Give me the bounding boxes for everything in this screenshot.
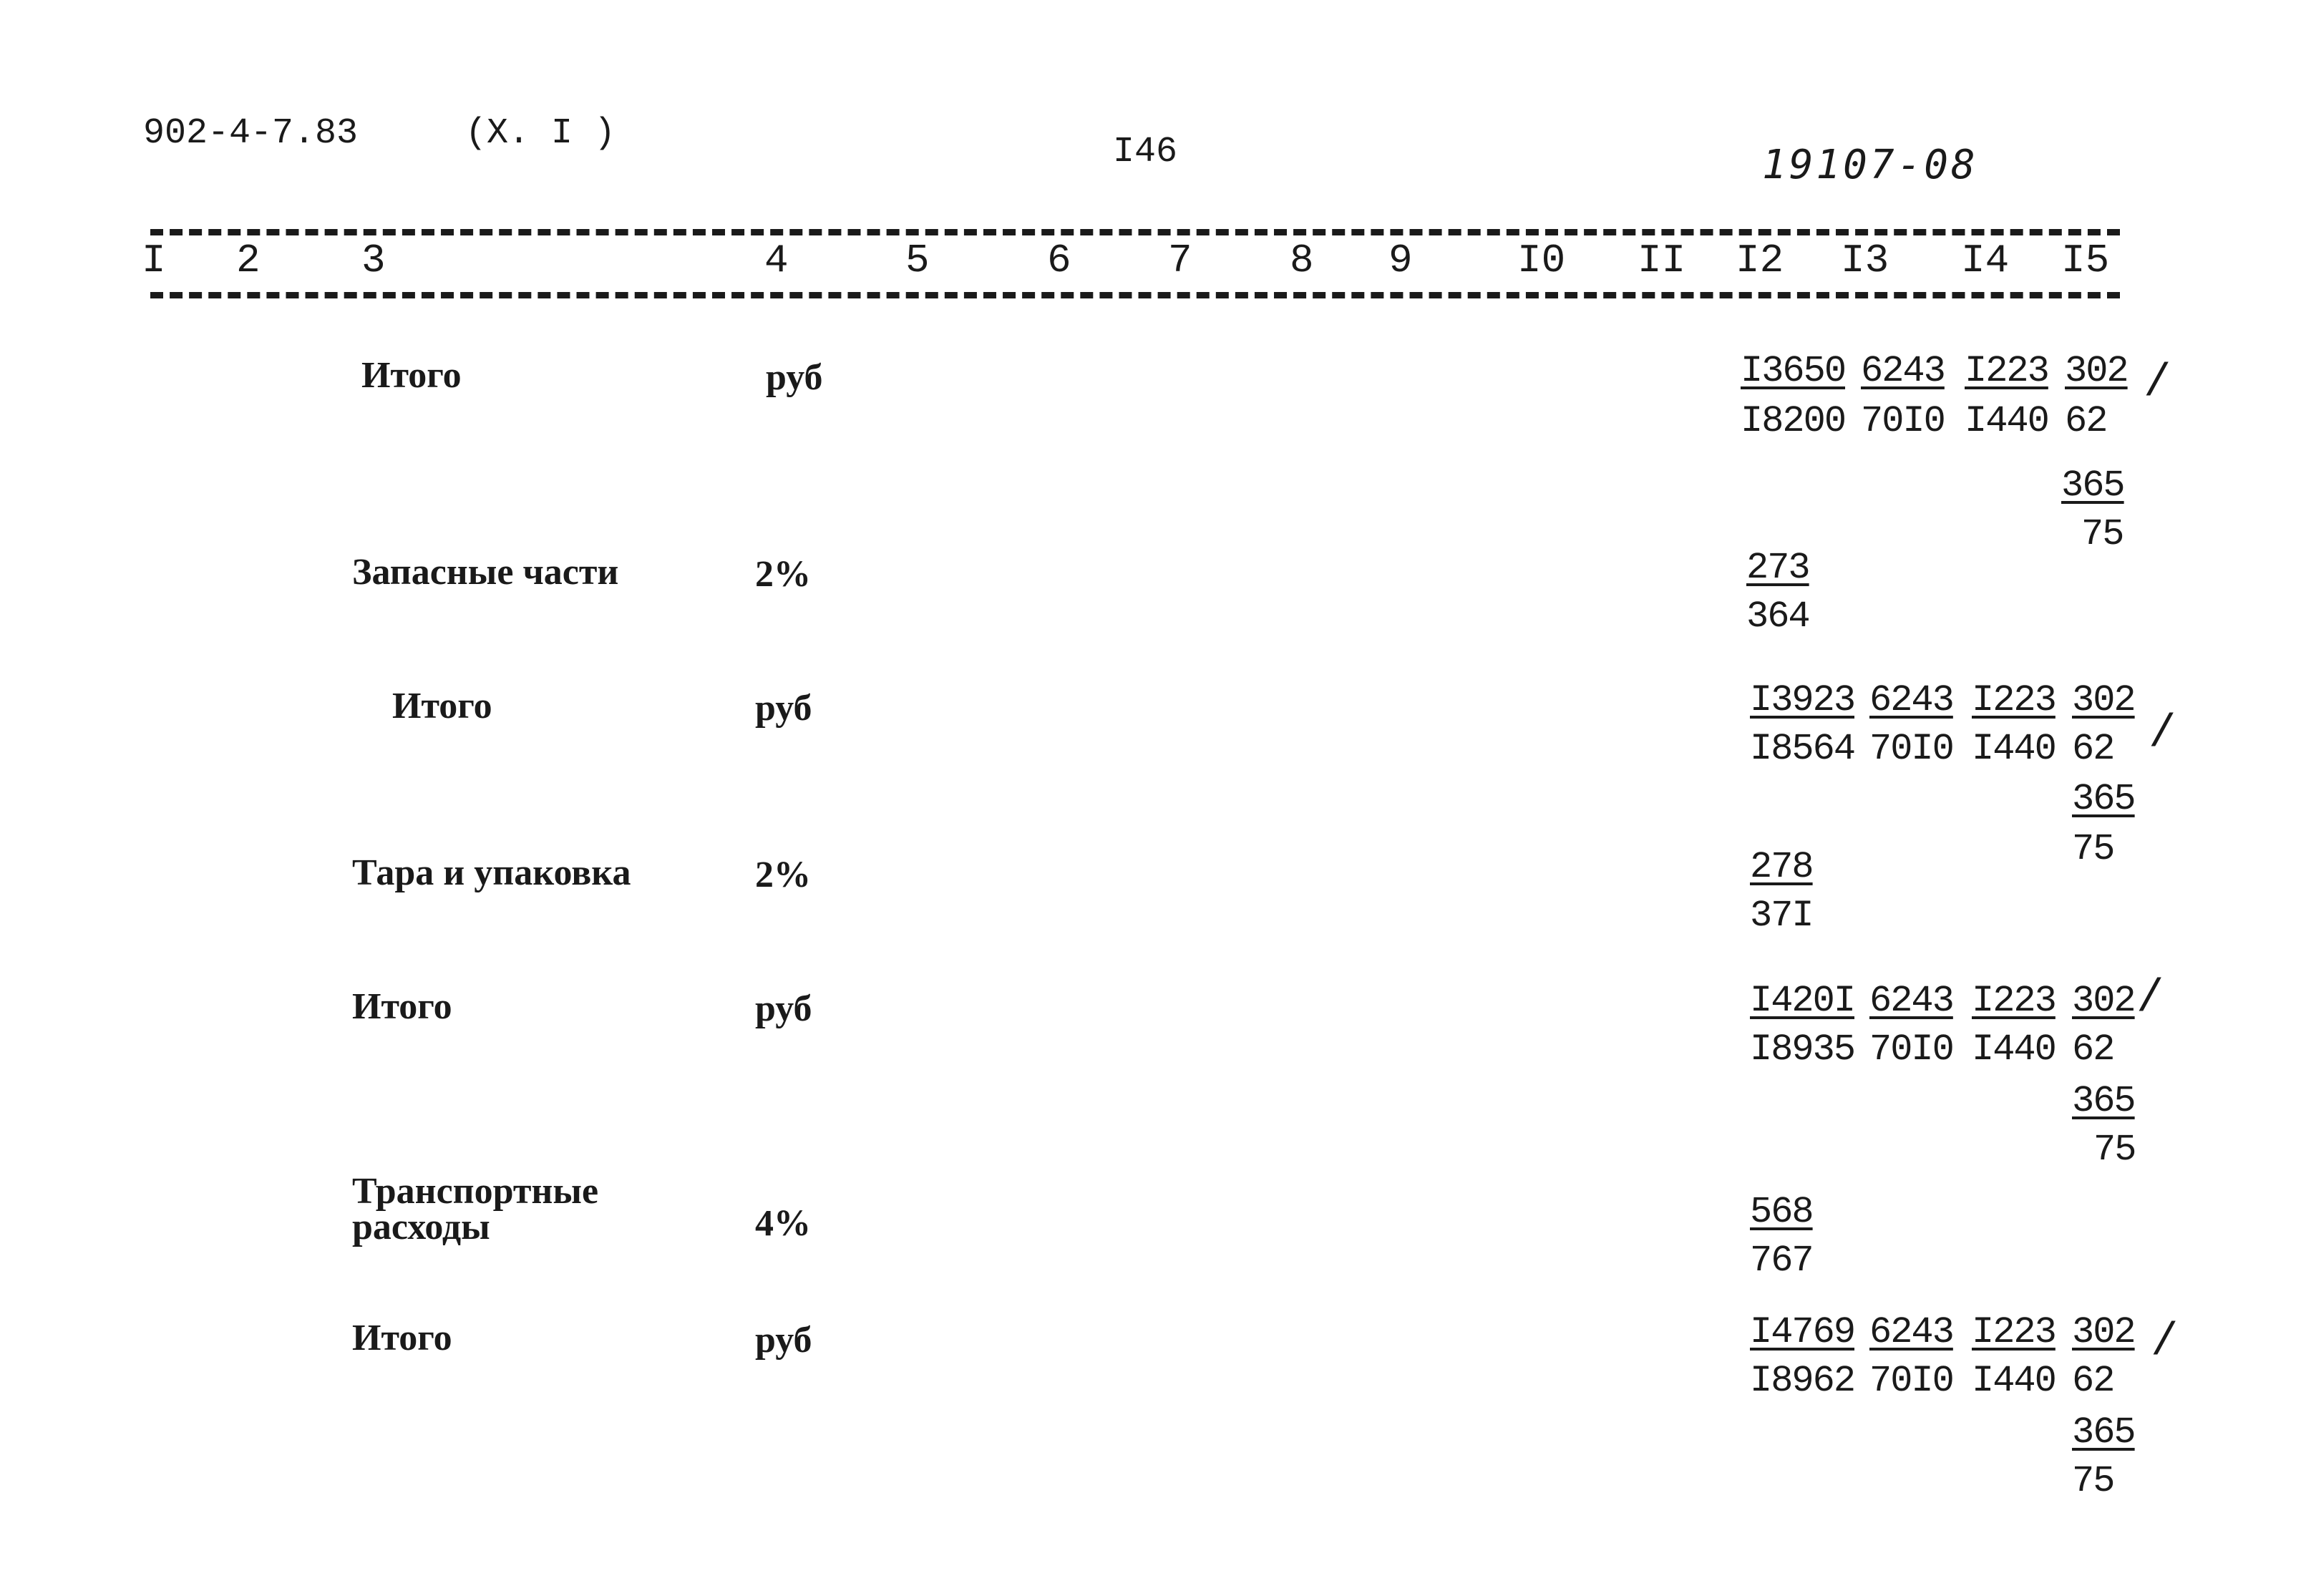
continuation-mark: / <box>2151 1317 2179 1368</box>
header-rule-bottom <box>150 292 2120 298</box>
row-unit: 2% <box>755 554 811 595</box>
value-top: 6243 <box>1861 350 1946 392</box>
value-bottom: 62 <box>2072 1360 2115 1402</box>
row-unit: 4% <box>755 1203 811 1244</box>
value-bottom: 70I0 <box>1869 1360 1955 1402</box>
continuation-mark: / <box>2136 973 2164 1025</box>
value-top: 6243 <box>1869 980 1955 1022</box>
value-bottom: 70I0 <box>1869 1028 1955 1071</box>
value-top: 6243 <box>1869 1311 1955 1353</box>
column-header-7: 7 <box>1168 238 1192 283</box>
value-extra-bottom: 75 <box>2093 1129 2136 1171</box>
column-header-13: I3 <box>1841 238 1889 283</box>
column-header-5: 5 <box>905 238 930 283</box>
document-code: 902-4-7.83 <box>143 113 359 154</box>
value-bottom: 70I0 <box>1869 728 1955 770</box>
row-unit: 2% <box>755 855 811 895</box>
row-label: Итого <box>352 986 452 1027</box>
page-number: I46 <box>1113 132 1178 172</box>
value-top: I420I <box>1750 980 1856 1022</box>
row-label: Итого <box>352 1318 452 1358</box>
row-label-line2: расходы <box>352 1207 490 1247</box>
value-top: I223 <box>1972 679 2057 721</box>
column-header-2: 2 <box>236 238 261 283</box>
row-label: Итого <box>361 355 462 396</box>
value-bottom: I440 <box>1972 1360 2057 1402</box>
value-top: 302 <box>2065 350 2129 392</box>
value-bottom: 62 <box>2072 1028 2115 1071</box>
value-top: I223 <box>1972 980 2057 1022</box>
column-header-10: I0 <box>1517 238 1566 283</box>
value-extra-bottom: 75 <box>2081 513 2124 555</box>
row-label-line1: Транспортные <box>352 1171 599 1212</box>
row-label: Запасные части <box>352 552 619 593</box>
row-unit: руб <box>766 357 823 398</box>
value-bottom: I440 <box>1965 400 2050 442</box>
value-top: 302 <box>2072 980 2136 1022</box>
section-marker: (X. I ) <box>465 113 616 154</box>
inventory-number: 19107-08 <box>1762 142 1978 188</box>
value-bottom: I8935 <box>1750 1028 1856 1071</box>
value-top: I3650 <box>1741 350 1847 392</box>
value-bottom: 37I <box>1750 895 1814 937</box>
column-header-9: 9 <box>1388 238 1413 283</box>
value-top: 568 <box>1750 1191 1814 1233</box>
row-unit: руб <box>755 988 812 1029</box>
value-bottom: I8200 <box>1741 400 1847 442</box>
value-bottom: 62 <box>2072 728 2115 770</box>
column-header-14: I4 <box>1961 238 2010 283</box>
value-bottom: 767 <box>1750 1240 1814 1282</box>
value-top: I223 <box>1965 350 2050 392</box>
column-header-11: II <box>1638 238 1686 283</box>
value-top: I223 <box>1972 1311 2057 1353</box>
value-top: 302 <box>2072 1311 2136 1353</box>
continuation-mark: / <box>2144 358 2171 409</box>
value-top: I4769 <box>1750 1311 1856 1353</box>
continuation-mark: / <box>2149 709 2176 760</box>
value-extra-bottom: 75 <box>2072 828 2115 870</box>
column-header-12: I2 <box>1736 238 1784 283</box>
value-bottom: I8962 <box>1750 1360 1856 1402</box>
header-rule-top <box>150 229 2120 235</box>
row-label: Тара и упаковка <box>352 852 631 893</box>
value-bottom: 62 <box>2065 400 2108 442</box>
row-unit: руб <box>755 688 812 729</box>
value-top: 278 <box>1750 846 1814 888</box>
column-header-4: 4 <box>764 238 789 283</box>
value-top: I3923 <box>1750 679 1856 721</box>
column-header-15: I5 <box>2061 238 2110 283</box>
value-top: 6243 <box>1869 679 1955 721</box>
value-extra-top: 365 <box>2061 464 2126 507</box>
value-bottom: I440 <box>1972 728 2057 770</box>
column-header-6: 6 <box>1047 238 1071 283</box>
value-bottom: I440 <box>1972 1028 2057 1071</box>
column-header-3: 3 <box>361 238 386 283</box>
value-top: 302 <box>2072 679 2136 721</box>
value-extra-top: 365 <box>2072 1411 2136 1454</box>
row-unit: руб <box>755 1320 812 1361</box>
value-extra-top: 365 <box>2072 778 2136 820</box>
value-extra-top: 365 <box>2072 1080 2136 1122</box>
column-header-1: I <box>142 238 166 283</box>
row-label: Итого <box>392 686 492 726</box>
value-top: 273 <box>1746 547 1811 589</box>
column-header-8: 8 <box>1290 238 1314 283</box>
value-bottom: I8564 <box>1750 728 1856 770</box>
value-bottom: 364 <box>1746 595 1811 638</box>
value-extra-bottom: 75 <box>2072 1460 2115 1502</box>
value-bottom: 70I0 <box>1861 400 1946 442</box>
